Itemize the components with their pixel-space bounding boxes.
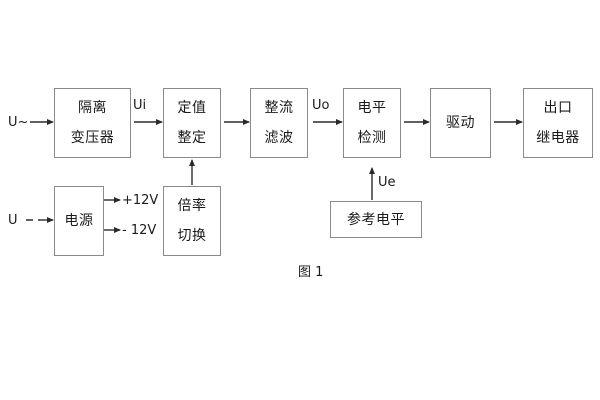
block-level-detection[interactable]: 电平 检测 bbox=[343, 88, 401, 158]
label-supply-negative: - 12V bbox=[122, 223, 157, 238]
block-multiplier-switch[interactable]: 倍率 切换 bbox=[163, 186, 221, 256]
block-output-relay-line-2: 继电器 bbox=[536, 130, 580, 146]
block-multiplier-switch-line-1: 倍率 bbox=[177, 198, 207, 214]
block-output-relay[interactable]: 出口 继电器 bbox=[523, 88, 593, 158]
block-level-detection-line-2: 检测 bbox=[357, 130, 387, 146]
label-signal-uo: Uo bbox=[312, 98, 330, 113]
block-multiplier-switch-line-2: 切换 bbox=[177, 228, 207, 244]
block-isolation-transformer[interactable]: 隔离 变压器 bbox=[54, 88, 131, 158]
label-input-dc: U bbox=[8, 213, 18, 228]
block-rectifier-filter-line-2: 滤波 bbox=[264, 130, 294, 146]
block-drive-line-1: 驱动 bbox=[446, 115, 475, 131]
block-rectifier-filter[interactable]: 整流 滤波 bbox=[250, 88, 308, 158]
block-setting-value-line-2: 整定 bbox=[177, 130, 207, 146]
figure-caption: 图 1 bbox=[298, 265, 324, 280]
block-isolation-transformer-line-1: 隔离 bbox=[78, 100, 107, 116]
block-output-relay-line-1: 出口 bbox=[543, 100, 573, 116]
block-level-detection-line-1: 电平 bbox=[357, 100, 387, 116]
block-setting-value-line-1: 定值 bbox=[177, 100, 207, 116]
block-rectifier-filter-line-1: 整流 bbox=[264, 100, 294, 116]
label-input-ac: U~ bbox=[8, 115, 29, 130]
block-reference-level[interactable]: 参考电平 bbox=[330, 201, 422, 238]
label-signal-ui: Ui bbox=[133, 98, 147, 113]
block-reference-level-line-1: 参考电平 bbox=[347, 211, 405, 228]
block-drive[interactable]: 驱动 bbox=[430, 88, 491, 158]
label-supply-positive: +12V bbox=[122, 193, 159, 208]
block-power-supply[interactable]: 电源 bbox=[54, 186, 104, 256]
block-setting-value[interactable]: 定值 整定 bbox=[163, 88, 221, 158]
block-power-supply-line-1: 电源 bbox=[64, 213, 94, 229]
label-signal-ue: Ue bbox=[378, 175, 396, 190]
block-isolation-transformer-line-2: 变压器 bbox=[70, 130, 115, 146]
